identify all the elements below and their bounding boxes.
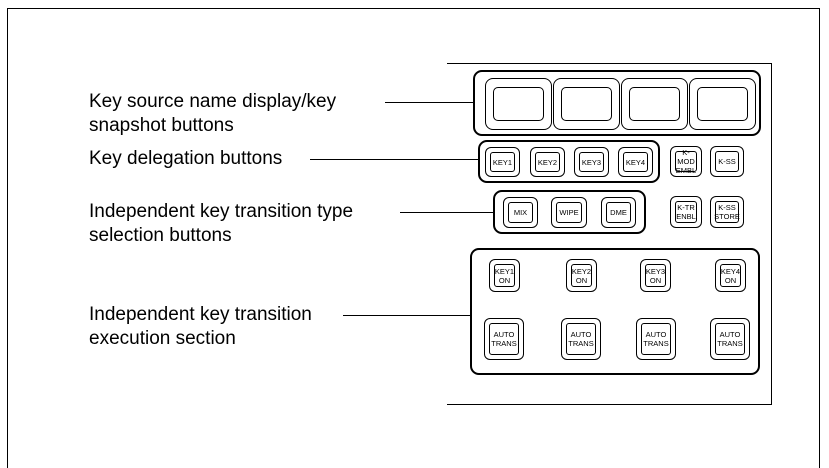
k-mod-embl-label: K-MOD EMBL [675,148,697,175]
label-key-delegation: Key delegation buttons [89,148,283,169]
key2-button[interactable]: KEY2 [530,147,565,177]
leader-type-selection [400,212,493,213]
key-source-display-group [473,70,761,136]
key1-button[interactable]: KEY1 [485,147,520,177]
key3-button[interactable]: KEY3 [574,147,609,177]
auto-trans-button-3[interactable]: AUTO TRANS [636,318,676,360]
key-snapshot-button-2[interactable] [553,78,620,130]
auto-trans-label-1: AUTO TRANS [489,323,519,355]
key1-button-label: KEY1 [490,152,515,172]
auto-trans-label-4: AUTO TRANS [715,323,745,355]
execution-section-group: KEY1 ON KEY2 ON KEY3 ON KEY4 ON AUTO TRA… [470,248,760,375]
key-snapshot-button-4[interactable] [689,78,756,130]
key1-on-button[interactable]: KEY1 ON [489,259,520,292]
key2-on-button[interactable]: KEY2 ON [566,259,597,292]
auto-trans-button-1[interactable]: AUTO TRANS [484,318,524,360]
mix-button[interactable]: MIX [503,197,538,228]
leader-execution [343,315,470,316]
key2-button-label: KEY2 [535,152,560,172]
k-ss-store-button[interactable]: K-SS STORE [710,196,744,228]
auto-trans-label-3: AUTO TRANS [641,323,671,355]
k-ss-store-label: K-SS STORE [714,201,740,223]
label-execution-section: Independent key transition execution sec… [89,304,312,349]
panel-edge-top [447,63,772,64]
key3-button-label: KEY3 [579,152,604,172]
auto-trans-button-4[interactable]: AUTO TRANS [710,318,750,360]
mix-button-label: MIX [508,202,533,223]
wipe-button[interactable]: WIPE [551,197,587,228]
figure-frame [7,8,820,468]
label-key-source-display: Key source name display/key snapshot but… [89,91,337,136]
key3-on-label: KEY3 ON [645,264,666,287]
leader-key-delegation [310,159,478,160]
key4-on-label: KEY4 ON [720,264,741,287]
k-ss-button[interactable]: K-SS [710,146,744,177]
dme-button[interactable]: DME [601,197,636,228]
leader-key-source [385,102,473,103]
k-mod-embl-button[interactable]: K-MOD EMBL [670,146,702,177]
panel-edge-bottom [447,404,772,405]
label-type-selection: Independent key transition type selectio… [89,201,354,246]
key-delegation-group: KEY1 KEY2 KEY3 KEY4 [478,140,660,183]
k-tr-enbl-label: K-TR ENBL [675,201,697,223]
key4-on-button[interactable]: KEY4 ON [715,259,746,292]
key4-button[interactable]: KEY4 [618,147,653,177]
auto-trans-label-2: AUTO TRANS [566,323,596,355]
key-snapshot-button-3[interactable] [621,78,688,130]
key2-on-label: KEY2 ON [571,264,592,287]
transition-type-group: MIX WIPE DME [493,190,646,234]
key3-on-button[interactable]: KEY3 ON [640,259,671,292]
key4-button-label: KEY4 [623,152,648,172]
wipe-button-label: WIPE [556,202,582,223]
dme-button-label: DME [606,202,631,223]
key-snapshot-button-1[interactable] [485,78,552,130]
panel-edge-right [771,63,772,405]
k-ss-label: K-SS [715,151,739,172]
k-tr-enbl-button[interactable]: K-TR ENBL [670,196,702,228]
auto-trans-button-2[interactable]: AUTO TRANS [561,318,601,360]
key1-on-label: KEY1 ON [494,264,515,287]
